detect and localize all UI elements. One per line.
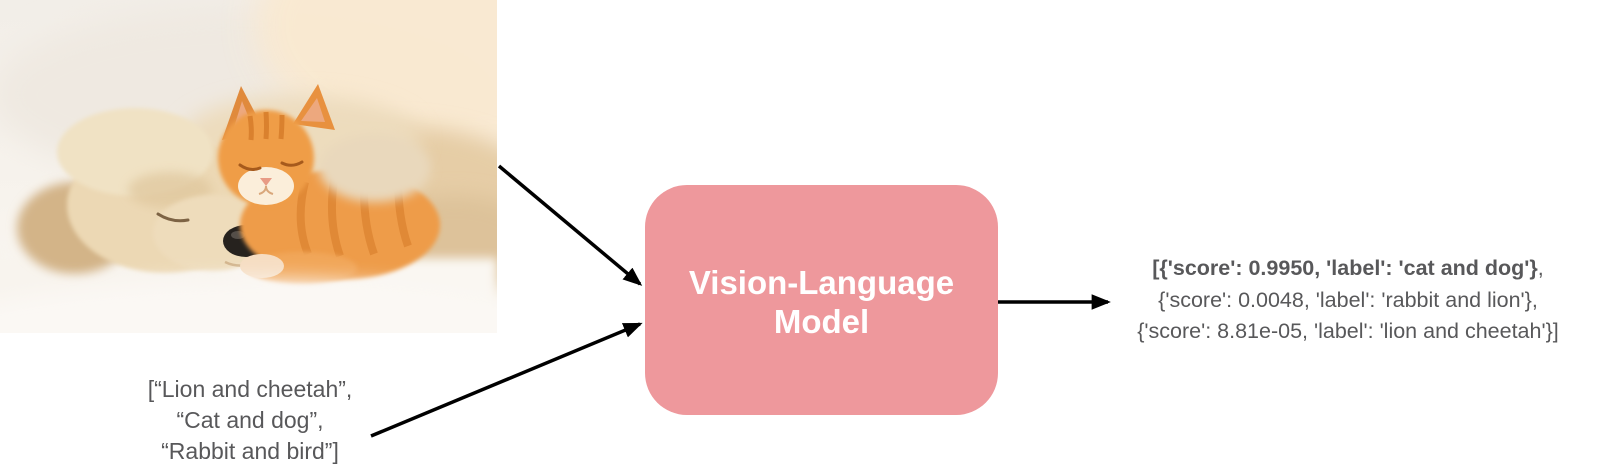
kitten-closed-eye-left xyxy=(238,163,262,171)
model-box-label-line2: Model xyxy=(773,303,870,340)
candidate-label-line: “Rabbit and bird”] xyxy=(161,438,339,464)
image-to-model-arrow xyxy=(497,164,643,286)
puppy-head xyxy=(17,108,273,274)
candidate-labels-text: [“Lion and cheetah”, “Cat and dog”, “Rab… xyxy=(75,374,425,467)
puppy-closed-eye xyxy=(156,212,190,223)
output-line-2: {'score': 0.0048, 'label': 'rabbit and l… xyxy=(1158,287,1538,312)
model-box-label-line1: Vision-Language xyxy=(688,264,955,301)
puppy-ear-over-kitten xyxy=(319,134,431,202)
blanket-foreground xyxy=(0,280,497,333)
output-line-3: {'score': 8.81e-05, 'label': 'lion and c… xyxy=(1137,319,1559,343)
vision-language-model-box: Vision-Language Model xyxy=(645,185,998,415)
output-top-score: [{'score': 0.9950, 'label': 'cat and dog… xyxy=(1152,256,1538,280)
candidate-label-line: [“Lion and cheetah”, xyxy=(147,376,353,402)
kitten-nose xyxy=(260,178,272,186)
output-scores-text: [{'score': 0.9950, 'label': 'cat and dog… xyxy=(1096,253,1600,348)
candidate-label-line: “Cat and dog”, xyxy=(176,407,324,433)
pet-photo-illustration xyxy=(0,0,497,333)
kitten-closed-eye-right xyxy=(280,160,304,167)
output-line-1: [{'score': 0.9950, 'label': 'cat and dog… xyxy=(1152,256,1544,280)
input-image xyxy=(0,0,497,333)
kitten xyxy=(218,84,440,284)
kitten-paw xyxy=(240,254,284,278)
